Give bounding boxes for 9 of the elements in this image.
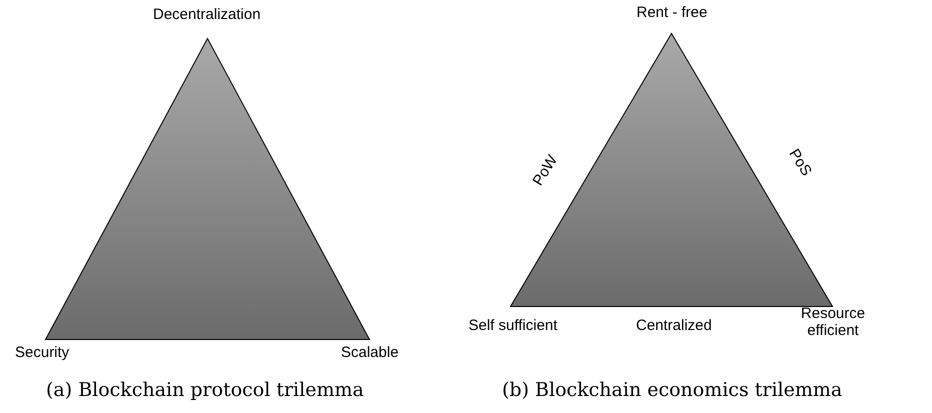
vertex-label: Centralized	[636, 316, 712, 334]
vertex-label: Self sufficient	[468, 316, 558, 334]
vertex-label: Rent - free	[636, 4, 708, 20]
vertex-label: Decentralization	[153, 6, 261, 22]
caption: (a) Blockchain protocol trilemma	[46, 379, 364, 401]
vertex-label: Scalable	[341, 344, 399, 360]
caption: (b) Blockchain economics trilemma	[502, 379, 842, 401]
vertex-label: Resource efficient	[800, 305, 866, 339]
vertex-label: Security	[15, 344, 70, 360]
